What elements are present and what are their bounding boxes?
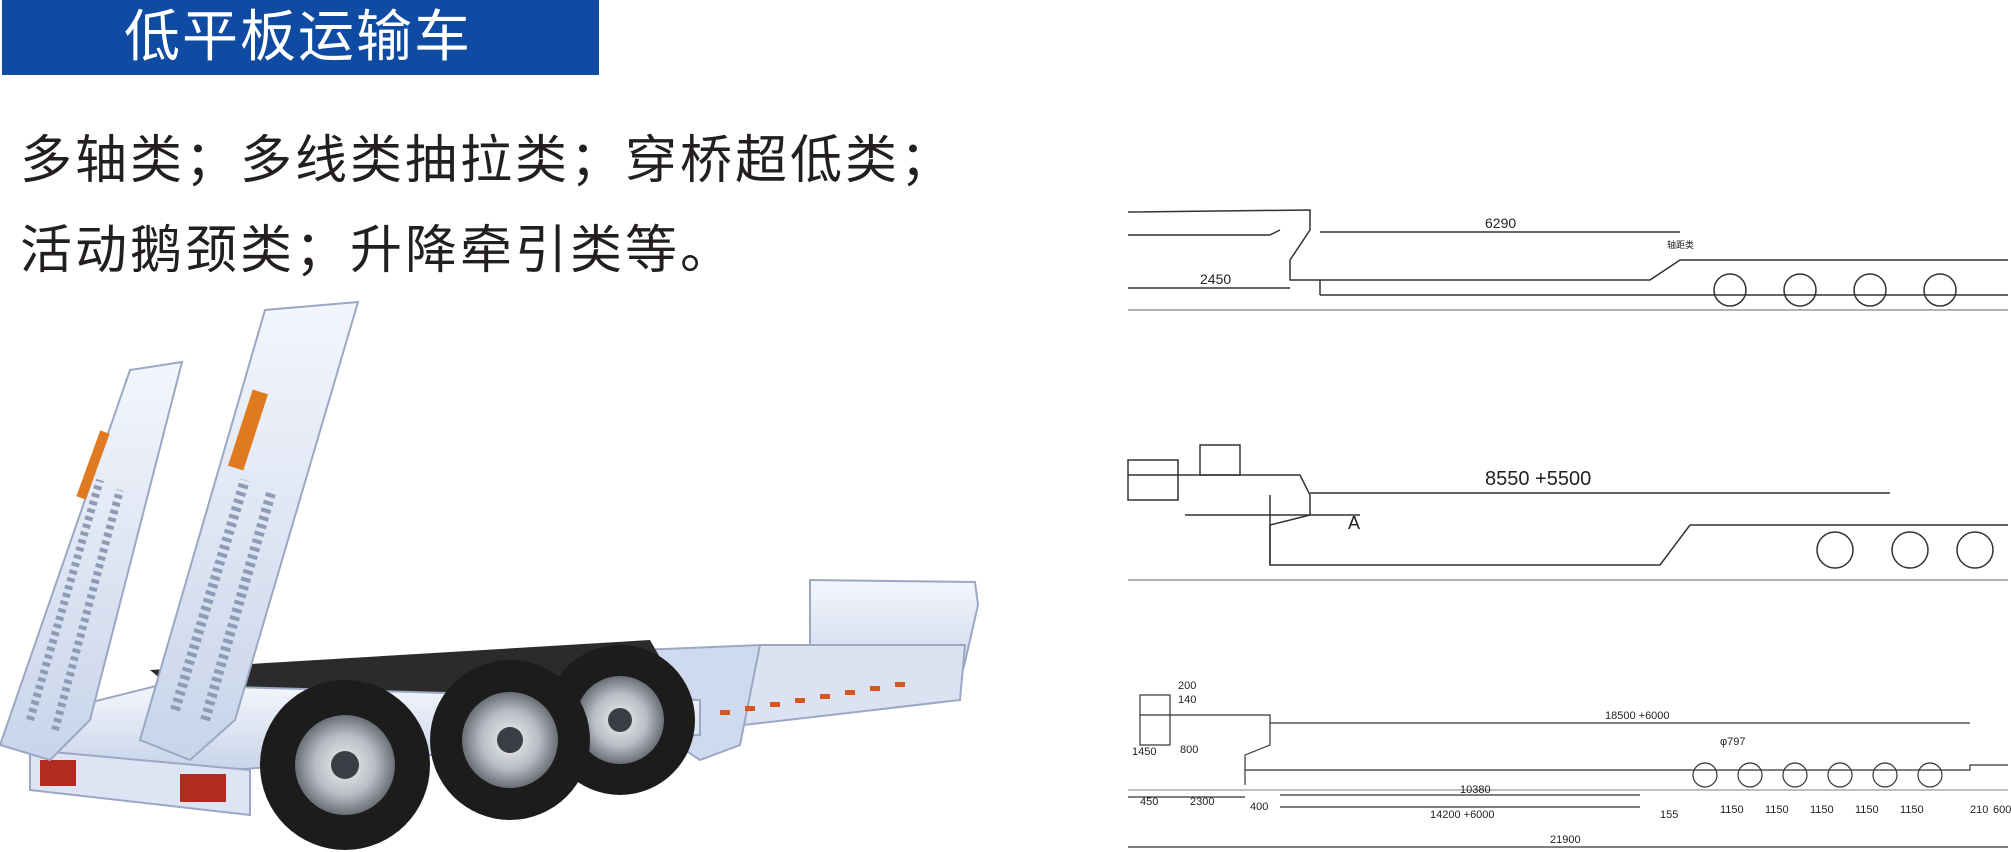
d1-height: 2450 xyxy=(1200,271,1231,287)
d3-400: 400 xyxy=(1250,801,1268,813)
d3-10380: 10380 xyxy=(1460,784,1491,796)
d2-view-marker: A xyxy=(1348,513,1360,533)
description-line-1: 多轴类；多线类抽拉类；穿桥超低类； xyxy=(20,131,956,191)
d3-210: 210 xyxy=(1970,804,1988,816)
d3-1450: 1450 xyxy=(1132,746,1156,758)
d3-800: 800 xyxy=(1180,744,1198,756)
d1-length: 6290 xyxy=(1485,215,1516,231)
d3-140: 140 xyxy=(1178,694,1196,706)
d3-450: 450 xyxy=(1140,796,1158,808)
d3-axle-1: 1150 xyxy=(1720,804,1744,816)
d3-2300: 2300 xyxy=(1190,796,1214,808)
d3-155: 155 xyxy=(1660,809,1678,821)
d3-axle-4: 1150 xyxy=(1855,804,1879,816)
d3-600: 600 xyxy=(1993,804,2011,816)
d3-axle-2: 1150 xyxy=(1765,804,1789,816)
d3-14200: 14200 +6000 xyxy=(1430,809,1495,821)
technical-drawing-1: 6290 2450 轴距类 xyxy=(1127,209,2008,311)
d3-tire: φ797 xyxy=(1720,736,1746,748)
d3-axle-3: 1150 xyxy=(1810,804,1834,816)
technical-drawing-2: 8550 +5500 A xyxy=(1127,444,2008,581)
lowbed-trailer-photo xyxy=(0,300,980,850)
d3-total: 21900 xyxy=(1550,834,1581,846)
description-line-2: 活动鹅颈类；升降牵引类等。 xyxy=(20,221,736,281)
d3-axle-5: 1150 xyxy=(1900,804,1924,816)
d3-overall-top: 18500 +6000 xyxy=(1605,710,1670,722)
page-title: 低平板运输车 xyxy=(124,5,472,70)
d3-200: 200 xyxy=(1178,680,1196,692)
d2-length: 8550 +5500 xyxy=(1485,468,1591,490)
d1-note: 轴距类 xyxy=(1667,239,1694,250)
technical-drawing-3: 200 140 1450 800 18500 +6000 φ797 450 23… xyxy=(1128,680,2011,848)
title-banner: 低平板运输车 xyxy=(2,0,599,75)
